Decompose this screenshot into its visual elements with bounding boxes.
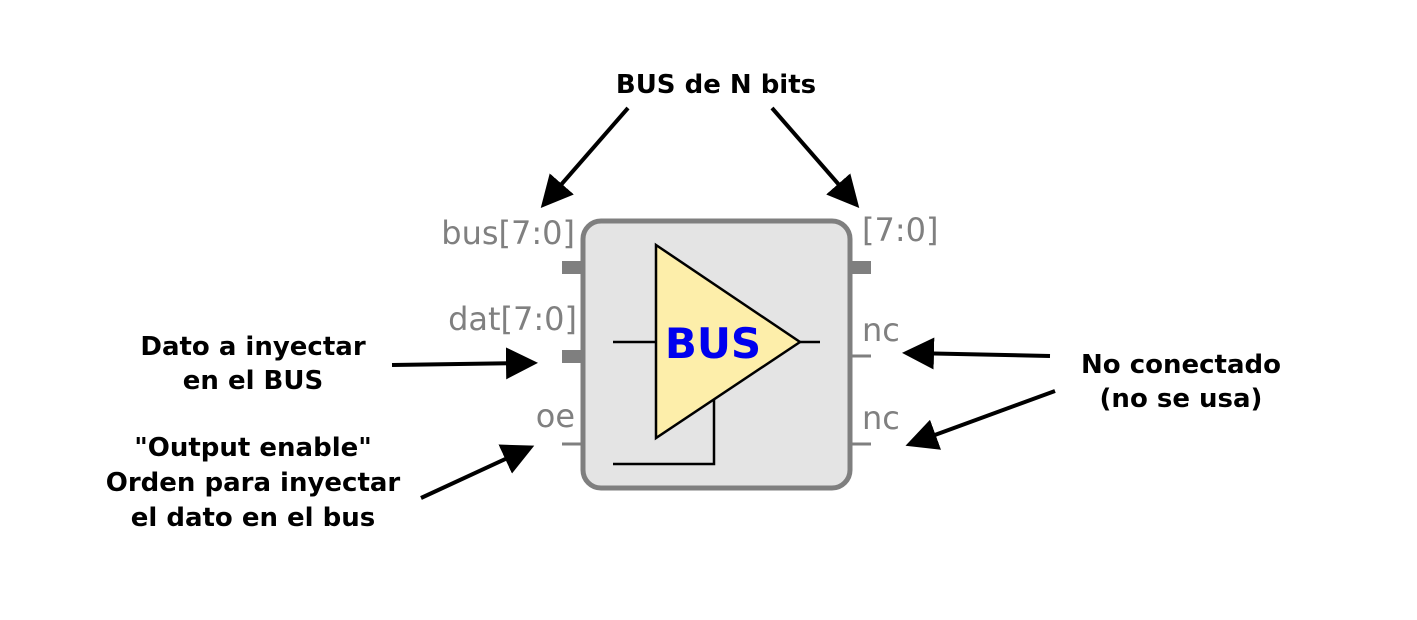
- oe-label-line2: Orden para inyectar: [106, 468, 401, 498]
- oe-label-line1: "Output enable": [134, 433, 372, 463]
- nc-arrow-lower: [905, 389, 1056, 450]
- dato-arrow: [391, 347, 538, 380]
- nc-label-line1: No conectado: [1081, 350, 1281, 380]
- dato-label-line2: en el BUS: [183, 366, 323, 396]
- pin-label-nc2: nc: [862, 399, 900, 437]
- oe-label-line3: el dato en el bus: [131, 503, 376, 533]
- pin-stub-dat: [562, 350, 584, 363]
- pin-label-bus-out: [7:0]: [862, 211, 938, 249]
- buffer-triangle: [654, 242, 803, 441]
- pin-label-dat: dat[7:0]: [448, 300, 577, 338]
- pin-label-oe: oe: [536, 397, 575, 435]
- buffer-enable-wire: [613, 398, 716, 466]
- nc-arrow-upper: [902, 337, 1051, 370]
- nc-label-line2: (no se usa): [1100, 384, 1263, 414]
- block-name-label: BUS: [665, 319, 761, 368]
- bus-bits-label: BUS de N bits: [616, 70, 816, 100]
- pin-stub-bus: [562, 261, 584, 274]
- pin-stub-bus-out: [849, 261, 871, 274]
- pin-label-nc1: nc: [862, 311, 900, 349]
- dato-label-line1: Dato a inyectar: [140, 332, 365, 362]
- pin-label-bus: bus[7:0]: [441, 214, 575, 252]
- bus-bits-arrow-left: [540, 106, 630, 209]
- bus-bits-arrow-right: [770, 106, 860, 209]
- oe-arrow: [420, 444, 535, 500]
